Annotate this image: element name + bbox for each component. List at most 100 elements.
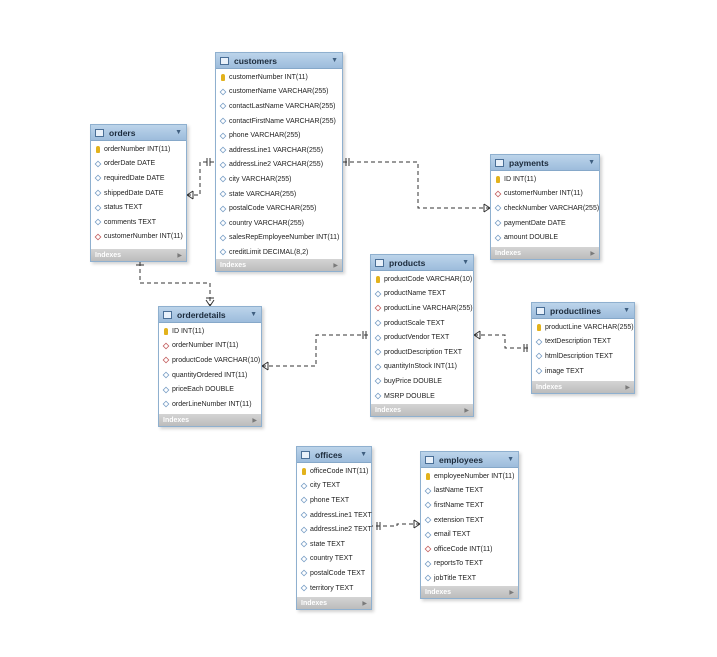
column-row[interactable]: priceEach DOUBLE	[159, 382, 261, 397]
column-row[interactable]: jobTitle TEXT	[421, 571, 518, 586]
column-row[interactable]: customerNumber INT(11)	[491, 187, 599, 202]
column-row[interactable]: state VARCHAR(255)	[216, 187, 342, 202]
column-row[interactable]: orderNumber INT(11)	[91, 142, 186, 157]
indexes-footer[interactable]: Indexes▶	[159, 414, 261, 426]
column-row[interactable]: extension TEXT	[421, 513, 518, 528]
column-row[interactable]: salesRepEmployeeNumber INT(11)	[216, 231, 342, 246]
column-row[interactable]: customerNumber INT(11)	[216, 70, 342, 85]
table-header[interactable]: orderdetails▼	[159, 307, 261, 323]
expand-arrow-icon[interactable]: ▶	[177, 252, 182, 259]
customers-table[interactable]: customers▼customerNumber INT(11)customer…	[215, 52, 343, 272]
column-row[interactable]: image TEXT	[532, 364, 634, 379]
collapse-arrow-icon[interactable]: ▼	[588, 159, 595, 166]
table-header[interactable]: employees▼	[421, 452, 518, 468]
column-row[interactable]: orderLineNumber INT(11)	[159, 397, 261, 412]
column-row[interactable]: shippedDate DATE	[91, 186, 186, 201]
payments-table[interactable]: payments▼ID INT(11)customerNumber INT(11…	[490, 154, 600, 260]
products-table[interactable]: products▼productCode VARCHAR(10)productN…	[370, 254, 474, 417]
column-row[interactable]: productVendor TEXT	[371, 330, 473, 345]
column-row[interactable]: orderDate DATE	[91, 157, 186, 172]
column-row[interactable]: territory TEXT	[297, 581, 371, 596]
column-row[interactable]: phone VARCHAR(255)	[216, 128, 342, 143]
column-row[interactable]: firstName TEXT	[421, 498, 518, 513]
indexes-footer[interactable]: Indexes▶	[216, 259, 342, 271]
column-row[interactable]: customerNumber INT(11)	[91, 230, 186, 245]
collapse-arrow-icon[interactable]: ▼	[250, 311, 257, 318]
column-row[interactable]: addressLine1 VARCHAR(255)	[216, 143, 342, 158]
expand-arrow-icon[interactable]: ▶	[362, 600, 367, 607]
column-row[interactable]: status TEXT	[91, 200, 186, 215]
column-row[interactable]: textDescription TEXT	[532, 335, 634, 350]
orders-table[interactable]: orders▼orderNumber INT(11)orderDate DATE…	[90, 124, 187, 262]
column-row[interactable]: country VARCHAR(255)	[216, 216, 342, 231]
table-header[interactable]: offices▼	[297, 447, 371, 463]
indexes-footer[interactable]: Indexes▶	[91, 249, 186, 261]
column-row[interactable]: addressLine1 TEXT	[297, 508, 372, 523]
table-header[interactable]: productlines▼	[532, 303, 634, 319]
column-row[interactable]: comments TEXT	[91, 215, 186, 230]
orderdetails-table[interactable]: orderdetails▼ID INT(11)orderNumber INT(1…	[158, 306, 262, 427]
expand-arrow-icon[interactable]: ▶	[590, 250, 595, 257]
expand-arrow-icon[interactable]: ▶	[464, 407, 469, 414]
table-header[interactable]: customers▼	[216, 53, 342, 69]
table-header[interactable]: payments▼	[491, 155, 599, 171]
column-row[interactable]: country TEXT	[297, 552, 371, 567]
collapse-arrow-icon[interactable]: ▼	[507, 456, 514, 463]
column-row[interactable]: email TEXT	[421, 527, 518, 542]
column-row[interactable]: addressLine2 TEXT	[297, 522, 372, 537]
column-row[interactable]: creditLimit DECIMAL(8,2)	[216, 245, 342, 260]
indexes-footer[interactable]: Indexes▶	[421, 586, 518, 598]
column-row[interactable]: productLine VARCHAR(255)	[371, 301, 473, 316]
column-row[interactable]: contactFirstName VARCHAR(255)	[216, 114, 342, 129]
column-row[interactable]: customerName VARCHAR(255)	[216, 85, 342, 100]
column-row[interactable]: city VARCHAR(255)	[216, 172, 342, 187]
column-row[interactable]: productName TEXT	[371, 287, 473, 302]
collapse-arrow-icon[interactable]: ▼	[175, 129, 182, 136]
employees-table[interactable]: employees▼employeeNumber INT(11)lastName…	[420, 451, 519, 599]
column-row[interactable]: contactLastName VARCHAR(255)	[216, 99, 342, 114]
productlines-table[interactable]: productlines▼productLine VARCHAR(255)tex…	[531, 302, 635, 394]
column-row[interactable]: employeeNumber INT(11)	[421, 469, 518, 484]
column-row[interactable]: MSRP DOUBLE	[371, 389, 473, 404]
column-row[interactable]: buyPrice DOUBLE	[371, 374, 473, 389]
indexes-footer[interactable]: Indexes▶	[371, 404, 473, 416]
column-row[interactable]: addressLine2 VARCHAR(255)	[216, 158, 342, 173]
table-header[interactable]: orders▼	[91, 125, 186, 141]
column-row[interactable]: reportsTo TEXT	[421, 557, 518, 572]
column-row[interactable]: productLine VARCHAR(255)	[532, 320, 634, 335]
column-row[interactable]: postalCode VARCHAR(255)	[216, 201, 342, 216]
column-row[interactable]: officeCode INT(11)	[421, 542, 518, 557]
column-row[interactable]: officeCode INT(11)	[297, 464, 371, 479]
collapse-arrow-icon[interactable]: ▼	[623, 307, 630, 314]
column-row[interactable]: lastName TEXT	[421, 484, 518, 499]
column-row[interactable]: paymentDate DATE	[491, 216, 599, 231]
indexes-footer[interactable]: Indexes▶	[532, 381, 634, 393]
indexes-footer[interactable]: Indexes▶	[491, 247, 599, 259]
indexes-footer[interactable]: Indexes▶	[297, 597, 371, 609]
collapse-arrow-icon[interactable]: ▼	[360, 451, 367, 458]
column-row[interactable]: quantityOrdered INT(11)	[159, 368, 261, 383]
column-row[interactable]: checkNumber VARCHAR(255)	[491, 201, 599, 216]
column-row[interactable]: ID INT(11)	[159, 324, 261, 339]
column-row[interactable]: postalCode TEXT	[297, 566, 371, 581]
collapse-arrow-icon[interactable]: ▼	[462, 259, 469, 266]
table-header[interactable]: products▼	[371, 255, 473, 271]
column-row[interactable]: productCode VARCHAR(10)	[159, 353, 261, 368]
column-row[interactable]: city TEXT	[297, 479, 371, 494]
column-row[interactable]: productScale TEXT	[371, 316, 473, 331]
expand-arrow-icon[interactable]: ▶	[509, 589, 514, 596]
expand-arrow-icon[interactable]: ▶	[625, 384, 630, 391]
column-row[interactable]: ID INT(11)	[491, 172, 599, 187]
column-row[interactable]: orderNumber INT(11)	[159, 339, 261, 354]
column-row[interactable]: productCode VARCHAR(10)	[371, 272, 473, 287]
column-row[interactable]: phone TEXT	[297, 493, 371, 508]
column-row[interactable]: htmlDescription TEXT	[532, 349, 634, 364]
column-row[interactable]: state TEXT	[297, 537, 371, 552]
expand-arrow-icon[interactable]: ▶	[333, 262, 338, 269]
column-row[interactable]: amount DOUBLE	[491, 230, 599, 245]
expand-arrow-icon[interactable]: ▶	[252, 417, 257, 424]
column-row[interactable]: quantityInStock INT(11)	[371, 360, 473, 375]
collapse-arrow-icon[interactable]: ▼	[331, 57, 338, 64]
column-row[interactable]: productDescription TEXT	[371, 345, 473, 360]
